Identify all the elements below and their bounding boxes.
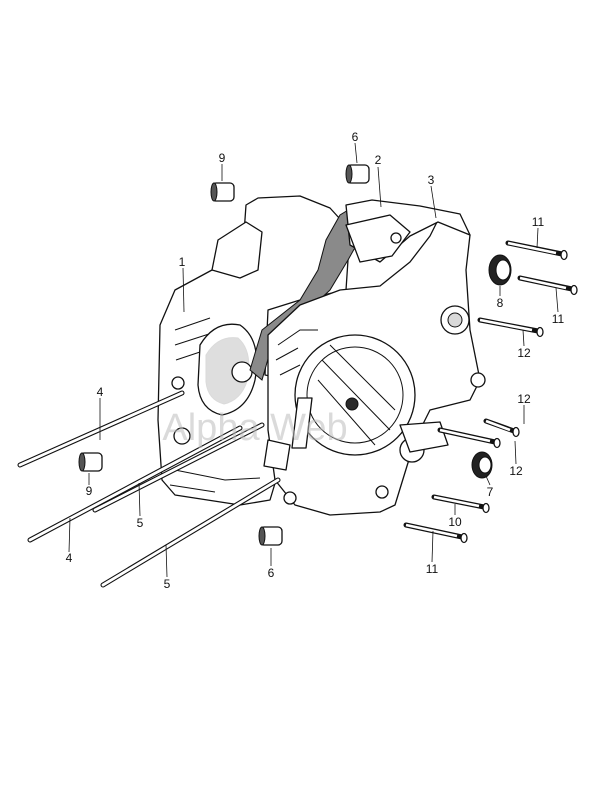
callout-3: 3 bbox=[428, 173, 435, 187]
dowel-pins bbox=[78, 164, 370, 546]
studs bbox=[17, 390, 281, 588]
bolt-11-low bbox=[403, 522, 468, 544]
oil-seal-8 bbox=[488, 254, 512, 286]
dowel-pin-6-top bbox=[345, 164, 370, 184]
callout-7: 7 bbox=[487, 485, 494, 499]
bolt-12-top bbox=[477, 317, 544, 338]
callout-6-low: 6 bbox=[268, 566, 275, 580]
oil-seal-7 bbox=[471, 451, 493, 479]
callout-4-lower: 4 bbox=[66, 551, 73, 565]
stud-4-upper bbox=[17, 390, 185, 468]
bolt-10 bbox=[431, 494, 490, 514]
bolt-11-top bbox=[505, 240, 568, 261]
callout-11-low: 11 bbox=[426, 562, 439, 576]
crankcase-assembly bbox=[157, 195, 486, 516]
dowel-pin-6-low bbox=[258, 526, 283, 546]
callout-1: 1 bbox=[179, 255, 186, 269]
oil-seals bbox=[471, 254, 512, 479]
bolt-11-mid bbox=[517, 275, 578, 296]
bolts bbox=[403, 240, 578, 544]
callout-labels: 1 2 3 4 4 5 5 6 6 7 8 9 9 10 11 11 11 12… bbox=[66, 130, 565, 591]
callout-12-low: 12 bbox=[509, 464, 523, 478]
callout-5-upper: 5 bbox=[137, 516, 144, 530]
callout-11-mid: 11 bbox=[552, 312, 565, 326]
stud-4-lower bbox=[27, 425, 243, 543]
callout-8: 8 bbox=[497, 296, 504, 310]
stud-5-upper bbox=[92, 422, 265, 513]
callout-10: 10 bbox=[448, 515, 462, 529]
callout-12-top: 12 bbox=[517, 346, 531, 360]
bolt-12-mid bbox=[483, 418, 520, 438]
callout-5-lower: 5 bbox=[164, 577, 171, 591]
callout-4-upper: 4 bbox=[97, 385, 104, 399]
callout-11-top: 11 bbox=[532, 215, 545, 229]
bolt-12-low bbox=[437, 427, 501, 449]
callout-6-top: 6 bbox=[352, 130, 359, 144]
callout-2: 2 bbox=[375, 153, 382, 167]
dowel-pin-9-low bbox=[78, 452, 103, 472]
stud-5-lower bbox=[100, 477, 281, 588]
callout-9-low: 9 bbox=[86, 484, 93, 498]
leader-lines bbox=[68, 142, 559, 578]
dowel-pin-9-top bbox=[210, 182, 235, 202]
callout-9-top: 9 bbox=[219, 151, 226, 165]
watermark: Alpha Web bbox=[162, 407, 347, 449]
callout-12-mid: 12 bbox=[517, 392, 531, 406]
